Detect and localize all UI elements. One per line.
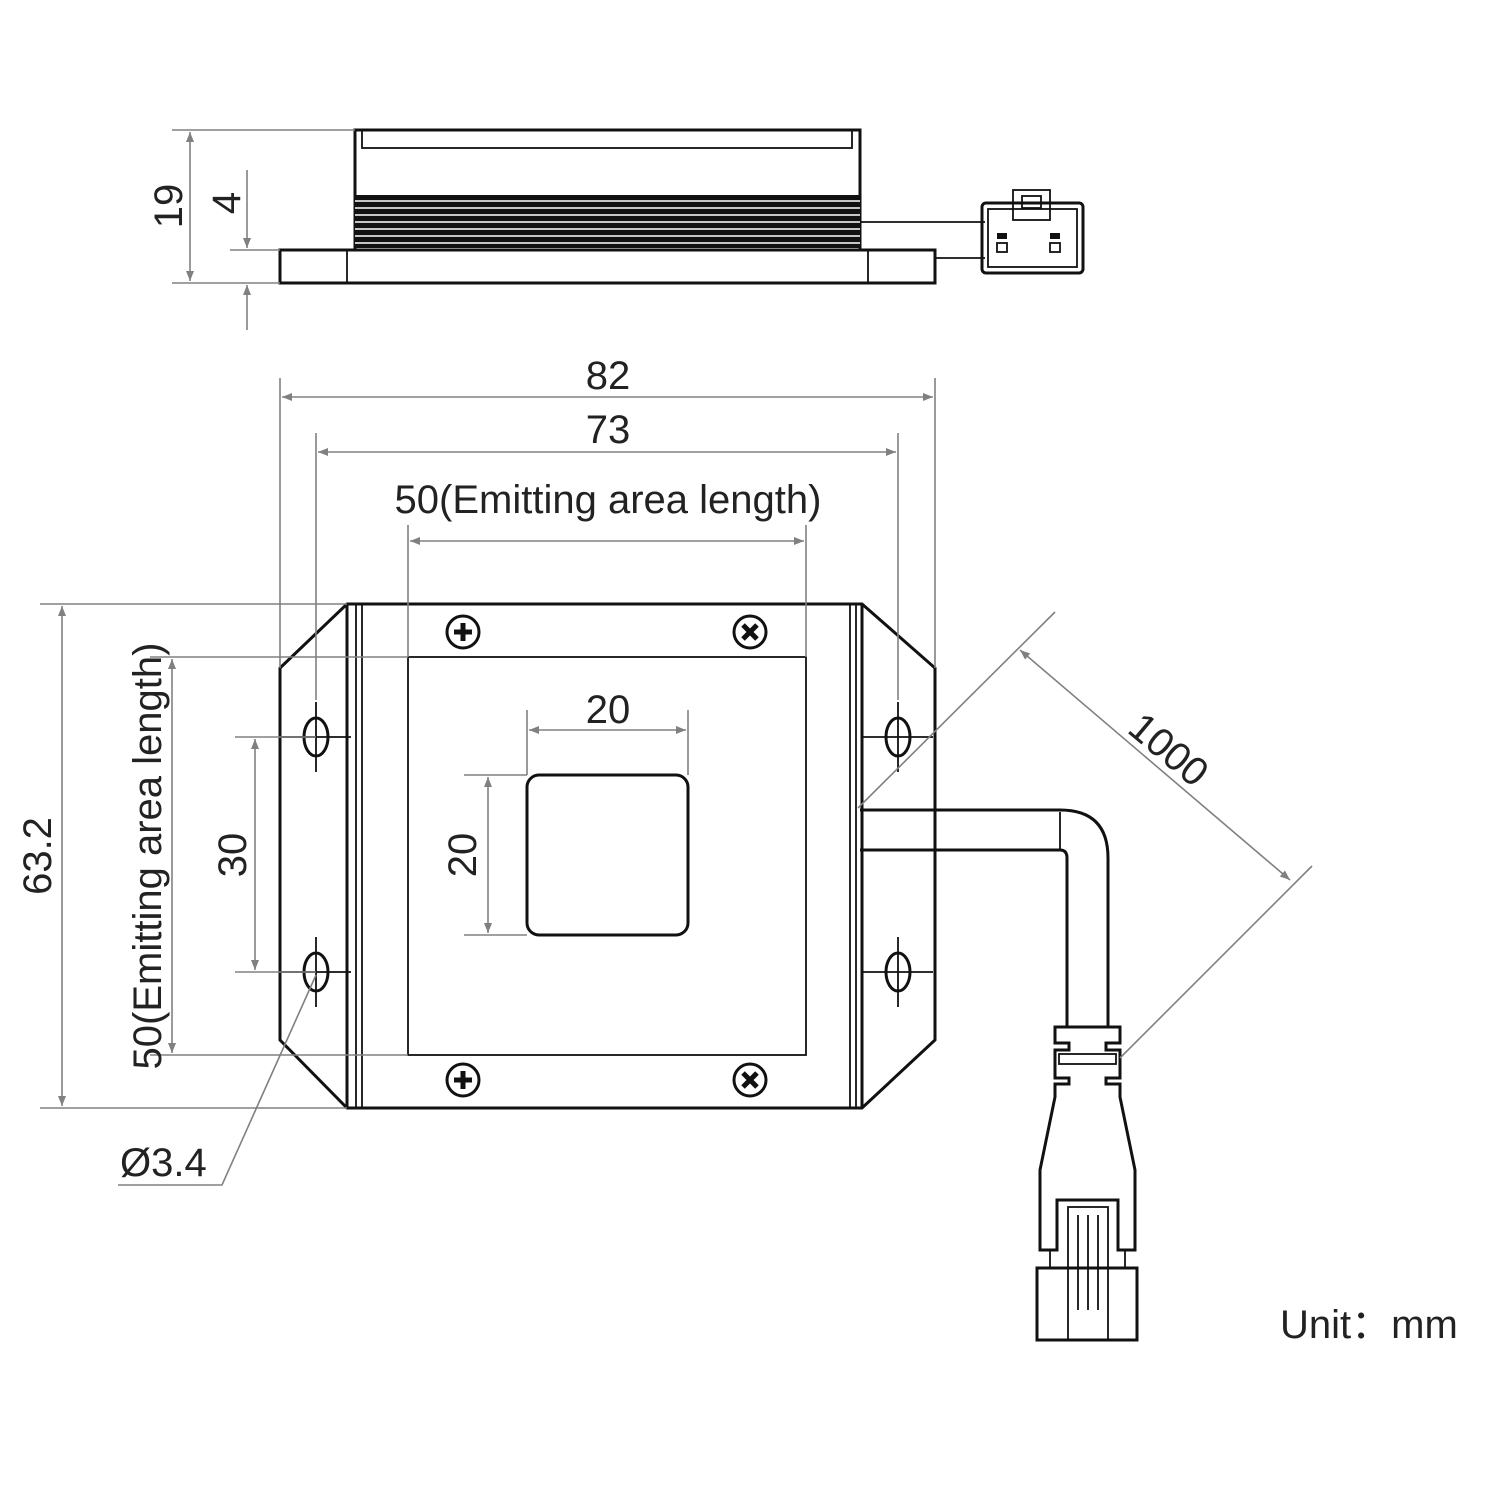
unit-label: Unit：mm — [1280, 1303, 1458, 1347]
base-thickness-dimension: 4 — [205, 192, 249, 214]
window-height-dimension: 20 — [441, 833, 485, 878]
window-width-dimension: 20 — [586, 688, 631, 732]
side-connector — [980, 189, 1085, 275]
overall-width-dimension: 82 — [586, 354, 631, 398]
hole-spacing-height-dimension: 30 — [211, 833, 255, 878]
hole-diameter-dimension: Ø3.4 — [120, 1141, 207, 1185]
hole-spacing-width-dimension: 73 — [586, 408, 631, 452]
overall-height-dimension: 63.2 — [16, 817, 60, 895]
emitting-height-dimension: 50(Emitting area length) — [126, 643, 170, 1070]
top-view: 82 73 50(Emitting area length) 20 20 63.… — [16, 354, 1313, 1342]
cable-length-dimension: 1000 — [1120, 705, 1216, 796]
height-dimension: 19 — [147, 184, 191, 229]
mounting-holes — [281, 702, 933, 1007]
cable-connector — [1035, 1025, 1139, 1342]
window — [525, 773, 690, 937]
side-view: 19 4 — [147, 128, 1085, 330]
screws — [445, 614, 768, 1098]
emitting-width-dimension: 50(Emitting area length) — [395, 478, 822, 522]
heatsink-fins — [355, 195, 860, 248]
emitting-area — [407, 656, 807, 1056]
